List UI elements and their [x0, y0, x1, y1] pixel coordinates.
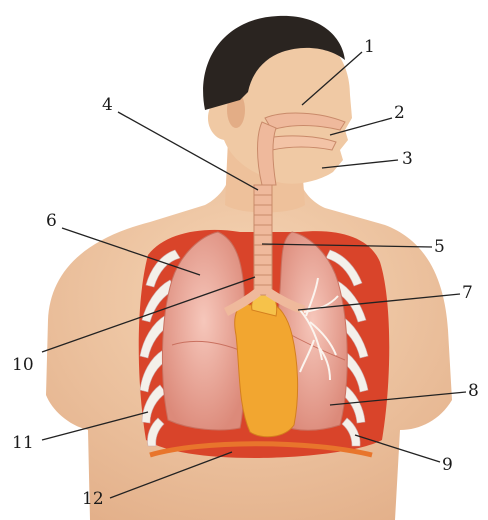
label-11: 11	[12, 433, 34, 453]
label-8: 8	[468, 381, 479, 401]
label-1: 1	[364, 37, 375, 57]
label-7: 7	[462, 283, 473, 303]
label-6: 6	[46, 211, 57, 231]
label-4: 4	[102, 95, 113, 115]
label-5: 5	[434, 237, 445, 257]
label-9: 9	[442, 455, 453, 475]
label-10: 10	[12, 355, 34, 375]
label-2: 2	[394, 103, 405, 123]
pharynx	[258, 122, 277, 185]
trachea	[254, 185, 272, 295]
label-12: 12	[82, 489, 104, 509]
label-3: 3	[402, 149, 413, 169]
